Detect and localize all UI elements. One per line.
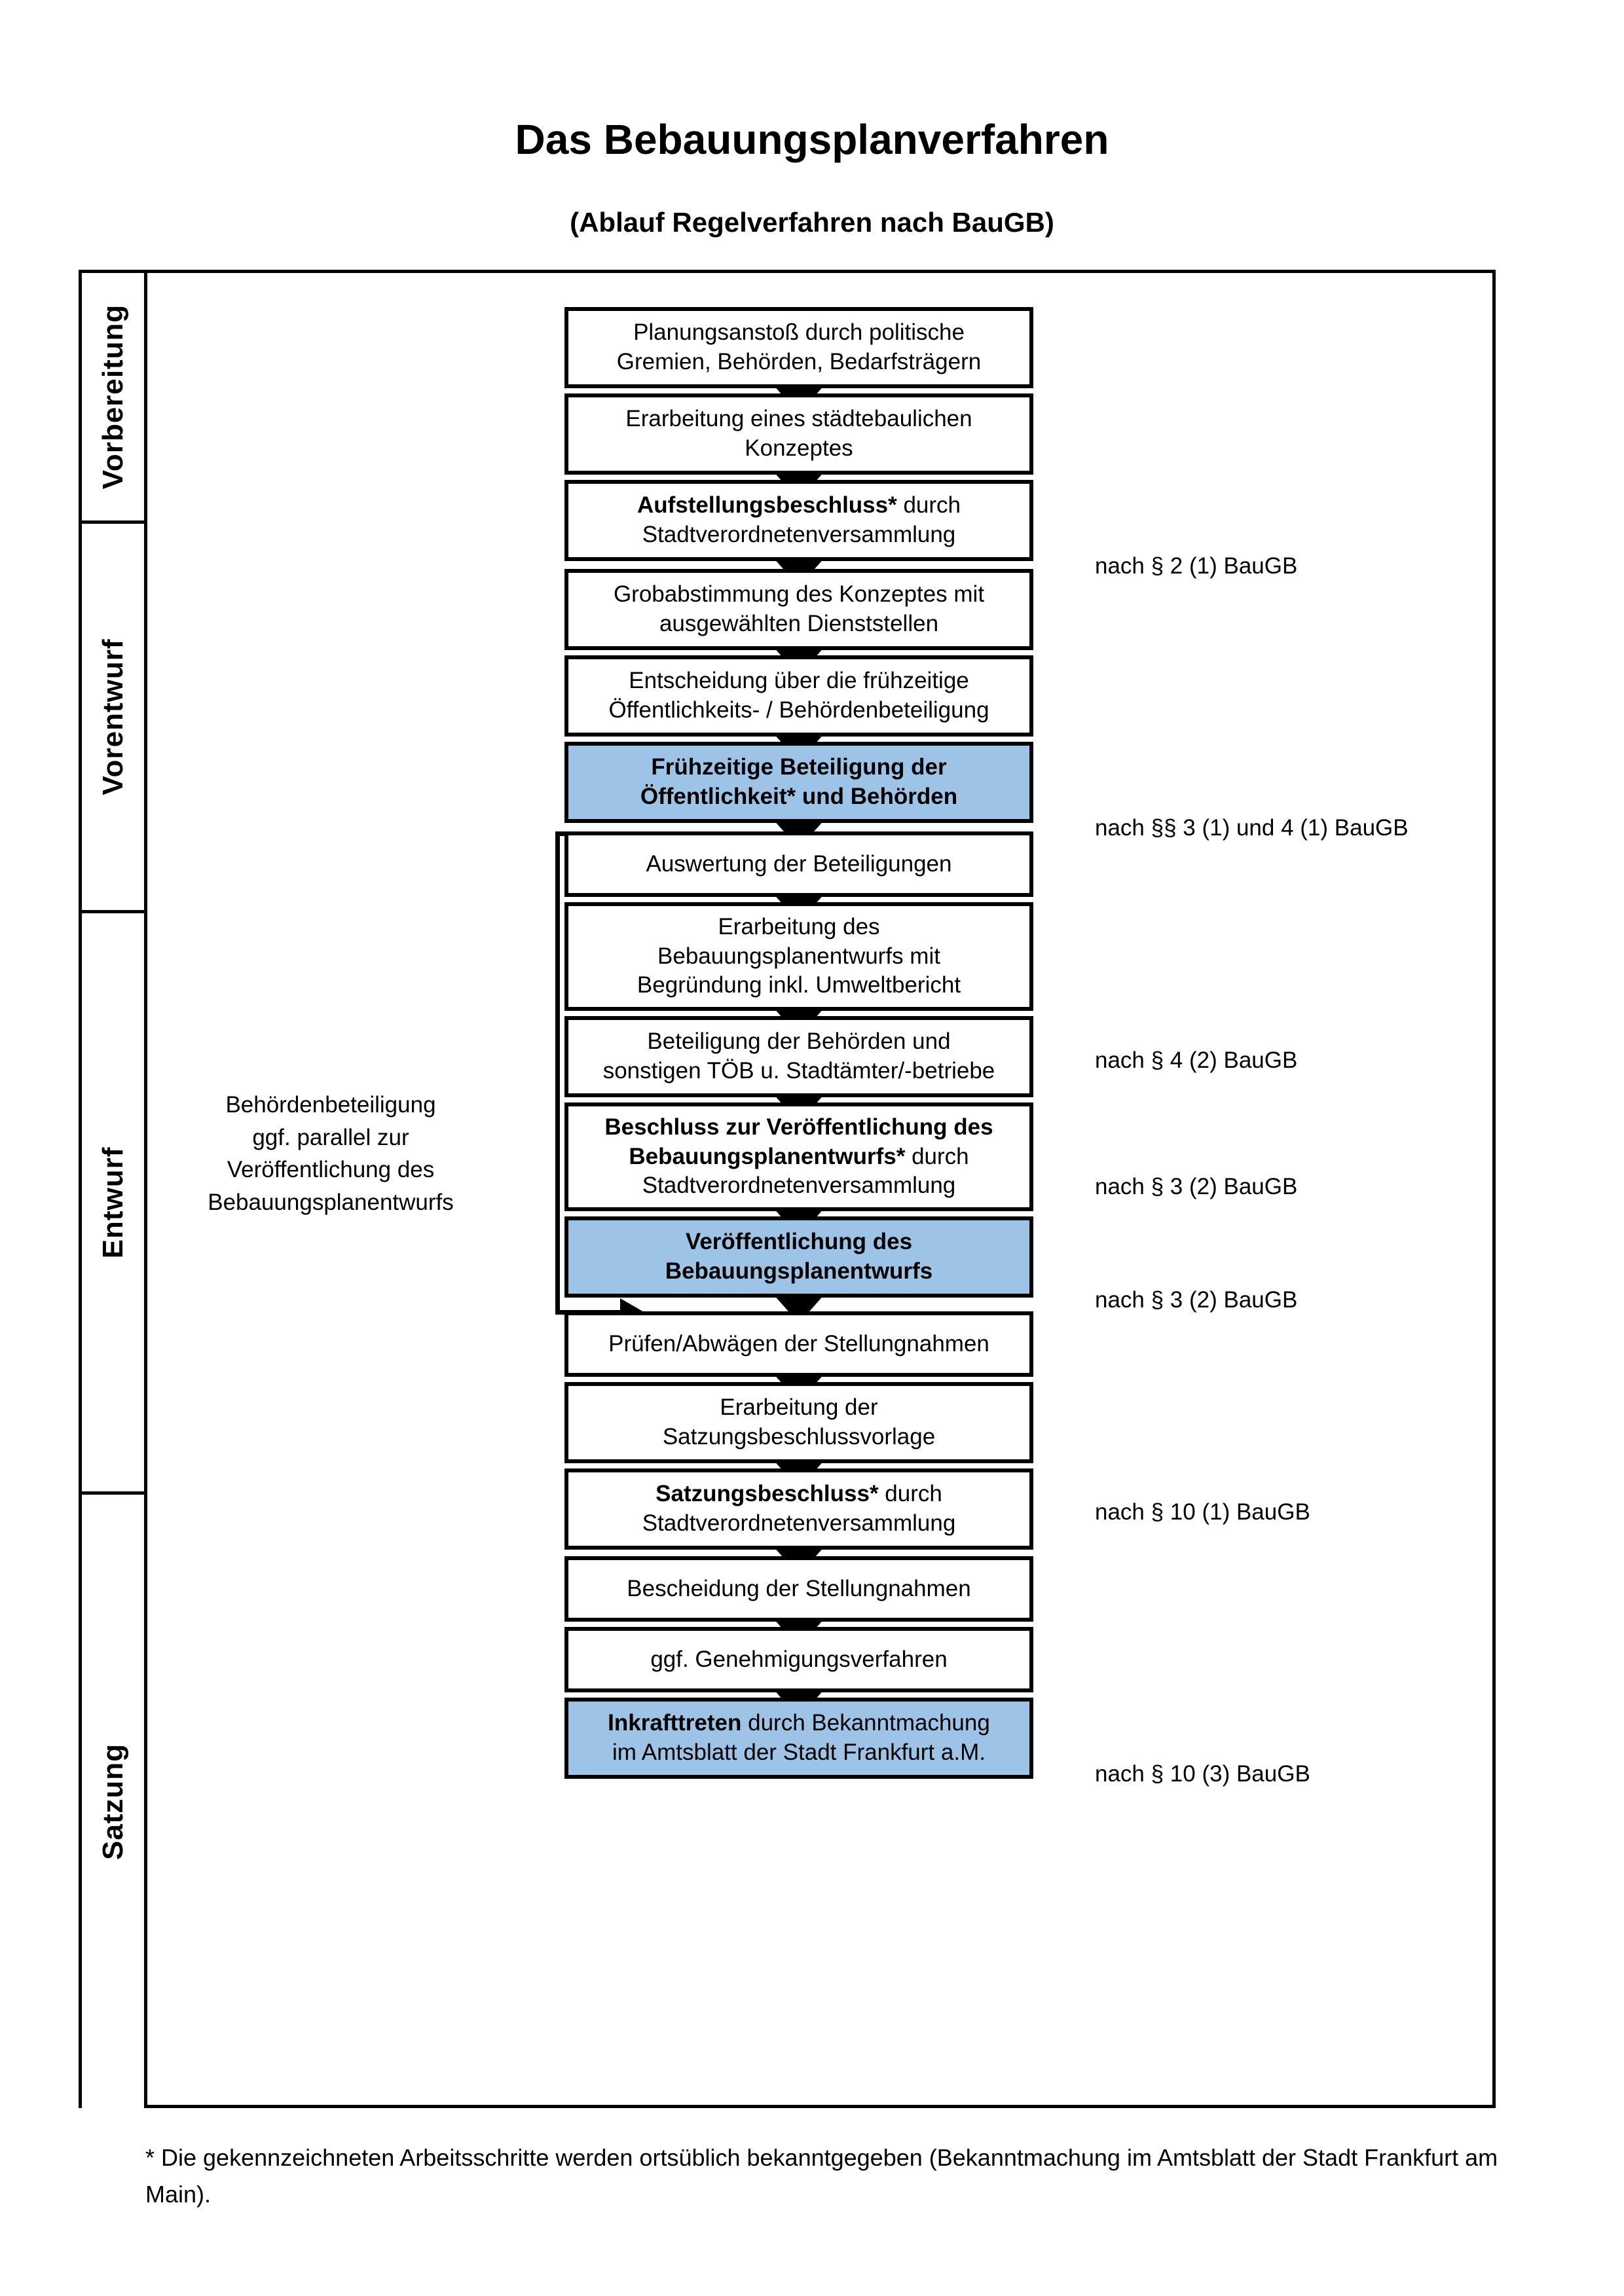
band-label-cell: Vorbereitung — [82, 273, 147, 520]
side-annotation-line: Behördenbeteiligung — [225, 1092, 436, 1118]
step-box[interactable]: Bescheidung der Stellungnahmen — [564, 1556, 1033, 1622]
legal-note: nach § 3 (2) BauGB — [1095, 1287, 1298, 1313]
legal-note: nach §§ 3 (1) und 4 (1) BauGB — [1095, 815, 1409, 841]
step-text: Prüfen/Abwägen der Stellungnahmen — [608, 1330, 989, 1357]
side-annotation-line: ggf. parallel zur — [252, 1124, 409, 1150]
legal-note: nach § 10 (3) BauGB — [1095, 1761, 1310, 1787]
band-label-cell: Satzung — [82, 1491, 147, 2108]
connector-vertical — [555, 831, 560, 1315]
band-label-text: Vorentwurf — [96, 638, 129, 795]
band-label-text: Satzung — [96, 1743, 129, 1860]
legal-note: nach § 2 (1) BauGB — [1095, 553, 1298, 579]
step-box[interactable]: Auswertung der Beteiligungen — [564, 831, 1033, 897]
band-label-cell: Entwurf — [82, 910, 147, 1491]
step-box[interactable]: Prüfen/Abwägen der Stellungnahmen — [564, 1311, 1033, 1377]
band-label-text: Entwurf — [96, 1146, 129, 1258]
side-annotation-line: Bebauungsplanentwurfs — [208, 1190, 454, 1216]
footnote: * Die gekennzeichneten Arbeitsschritte w… — [145, 2144, 1498, 2208]
legal-note: nach § 3 (2) BauGB — [1095, 1174, 1298, 1199]
step-text: Bescheidung der Stellungnahmen — [627, 1575, 971, 1601]
legal-note: nach § 10 (1) BauGB — [1095, 1499, 1310, 1525]
step-text: ggf. Genehmigungsverfahren — [650, 1646, 948, 1672]
side-annotation: Behördenbeteiligung ggf. parallel zur Ve… — [190, 1089, 471, 1219]
band-label-text: Vorbereitung — [96, 304, 129, 490]
legal-note: nach § 4 (2) BauGB — [1095, 1048, 1298, 1073]
side-annotation-line: Veröffentlichung des — [227, 1157, 435, 1183]
page-title: Das Bebauungsplanverfahren — [515, 116, 1109, 163]
step-text: Auswertung der Beteiligungen — [646, 850, 952, 877]
band-label-cell: Vorentwurf — [82, 520, 147, 910]
step-box[interactable]: ggf. Genehmigungsverfahren — [564, 1627, 1033, 1692]
page-subtitle: (Ablauf Regelverfahren nach BauGB) — [570, 207, 1054, 238]
